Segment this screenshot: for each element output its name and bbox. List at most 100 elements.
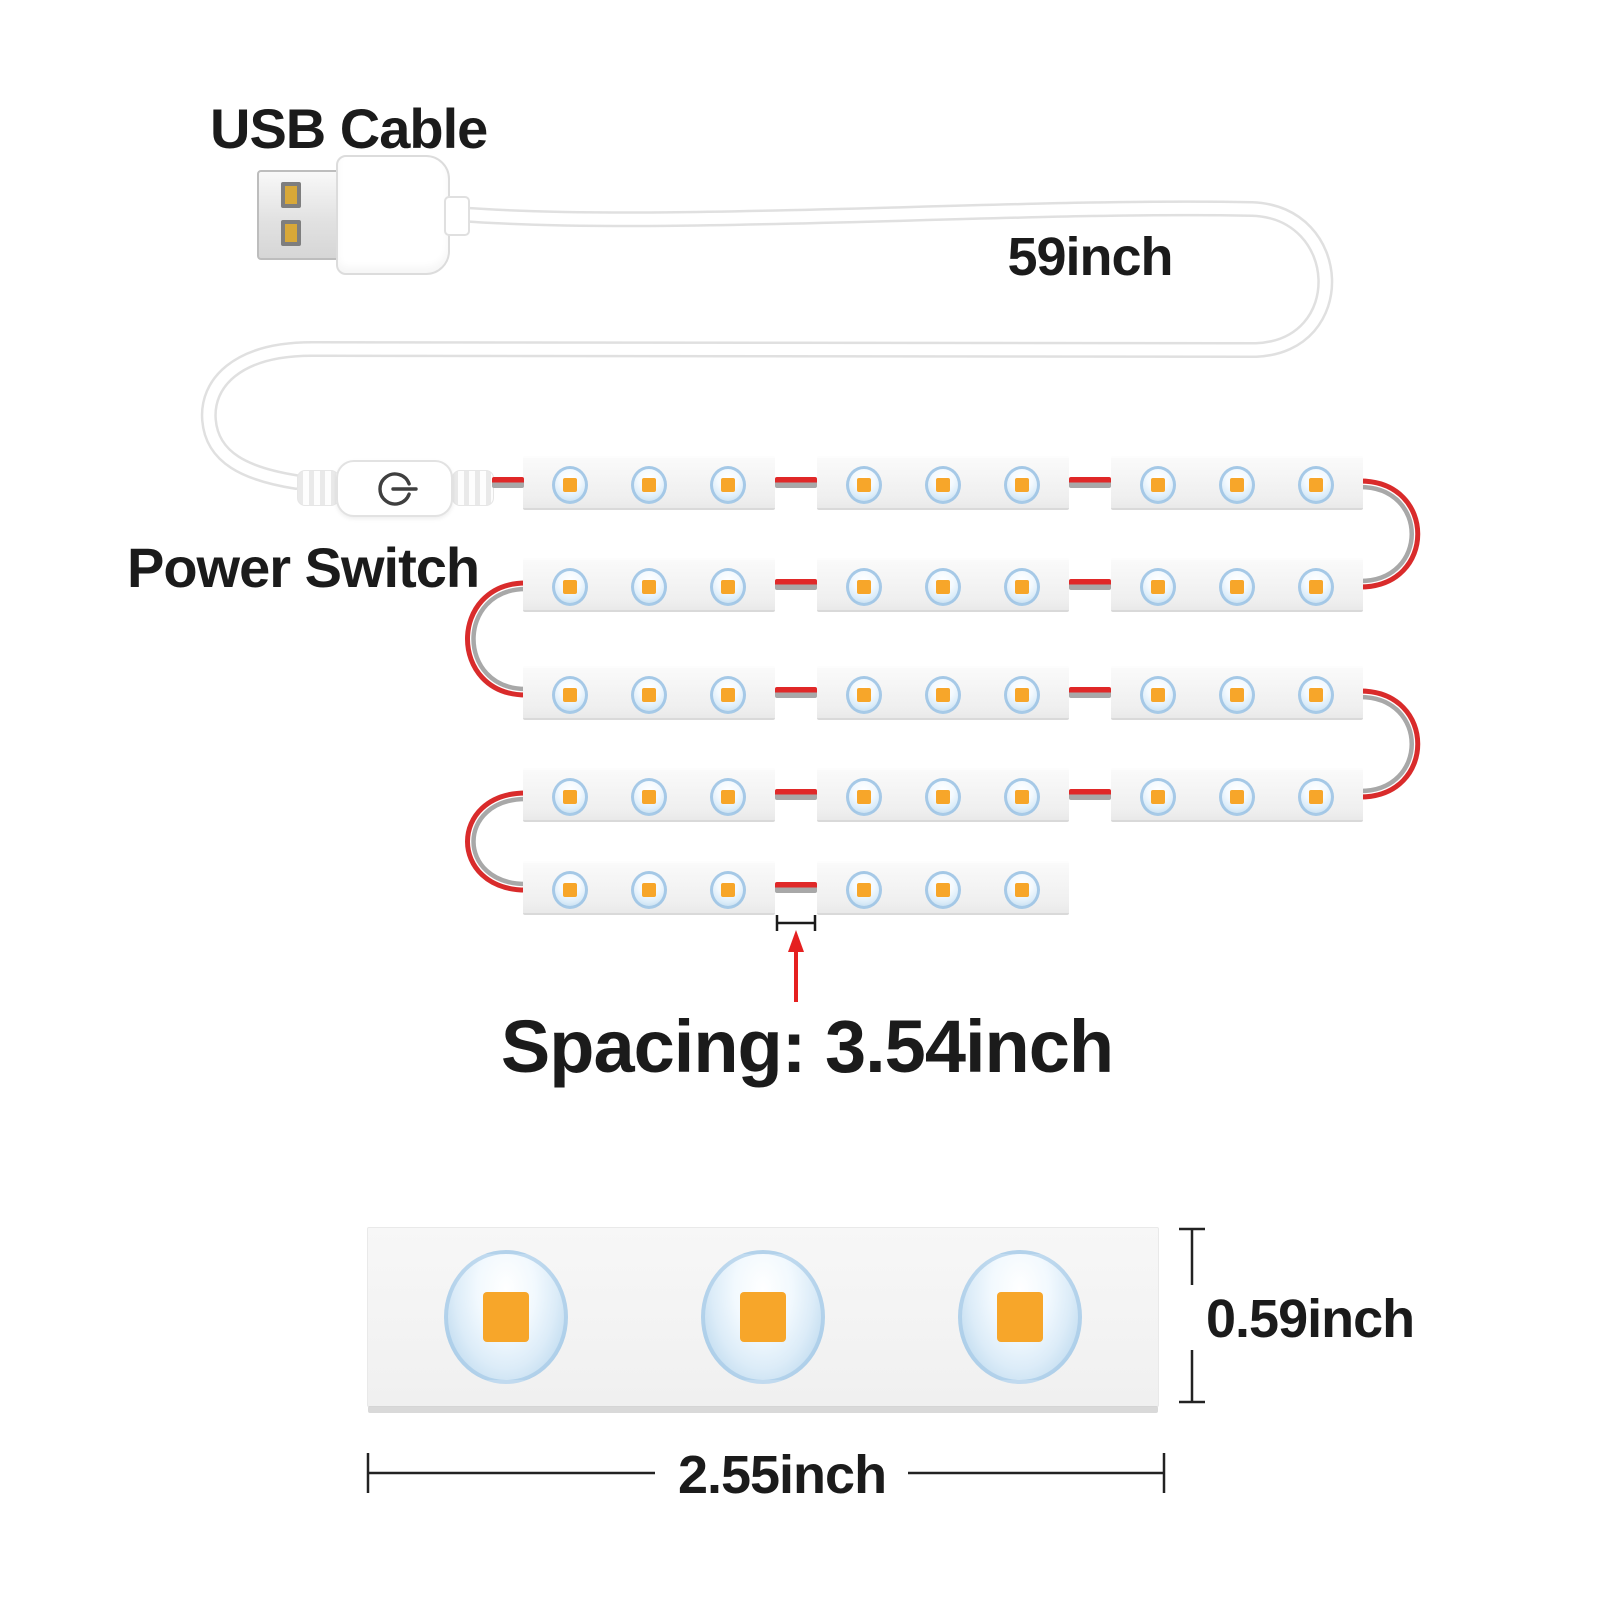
- led-module: [523, 456, 775, 510]
- led-chip: [857, 790, 871, 804]
- led-bulb: [1298, 568, 1334, 606]
- cable-length-label: 59inch: [1007, 227, 1173, 287]
- usb-cable-cord: [203, 202, 1331, 488]
- module-connector-wire: [775, 789, 817, 800]
- enlarged-led-chip: [483, 1292, 529, 1342]
- strip-turn-wire-right-1-gray: [1359, 484, 1414, 584]
- module-connector-wire: [1069, 687, 1111, 698]
- led-bulb: [631, 466, 667, 504]
- led-bulb: [552, 568, 588, 606]
- power-switch-button[interactable]: [336, 460, 453, 517]
- led-chip: [1151, 478, 1165, 492]
- strip-turn-wire-left-1-gray: [471, 586, 527, 692]
- enlarged-led-bulb: [701, 1250, 825, 1384]
- power-icon: [377, 471, 418, 506]
- led-module: [1111, 558, 1363, 612]
- led-chip: [1015, 790, 1029, 804]
- led-module: [523, 861, 775, 915]
- led-bulb: [631, 871, 667, 909]
- led-chip: [1015, 883, 1029, 897]
- led-bulb: [631, 568, 667, 606]
- led-chip: [936, 580, 950, 594]
- led-chip: [1230, 580, 1244, 594]
- led-module: [817, 768, 1069, 822]
- led-chip: [721, 883, 735, 897]
- width-dimension-line: [366, 1453, 1166, 1493]
- led-bulb: [1219, 676, 1255, 714]
- led-bulb: [846, 568, 882, 606]
- led-chip: [721, 790, 735, 804]
- spacing-label: Spacing: 3.54inch: [500, 1005, 1114, 1088]
- led-chip: [721, 580, 735, 594]
- module-connector-wire: [1069, 477, 1111, 488]
- strip-turn-wire-left-1: [465, 580, 527, 698]
- led-bulb: [846, 778, 882, 816]
- led-chip: [642, 580, 656, 594]
- led-chip: [857, 478, 871, 492]
- led-module: [523, 768, 775, 822]
- led-bulb: [1004, 676, 1040, 714]
- led-chip: [721, 688, 735, 702]
- switch-to-strip-wire: [492, 477, 524, 488]
- led-bulb: [552, 466, 588, 504]
- strip-turn-wire-left-2: [465, 790, 527, 893]
- led-module: [1111, 768, 1363, 822]
- led-chip: [857, 688, 871, 702]
- led-chip: [1015, 688, 1029, 702]
- strip-turn-wire-right-2-gray: [1359, 694, 1414, 794]
- led-bulb: [631, 778, 667, 816]
- led-chip: [721, 478, 735, 492]
- enlarged-led-chip: [997, 1292, 1043, 1342]
- led-bulb: [710, 466, 746, 504]
- led-module: [1111, 666, 1363, 720]
- switch-strain-relief-left: [297, 470, 339, 506]
- led-bulb: [1004, 568, 1040, 606]
- led-chip: [1309, 478, 1323, 492]
- module-width-label: 2.55inch: [677, 1445, 887, 1505]
- led-module: [817, 861, 1069, 915]
- module-connector-wire: [775, 579, 817, 590]
- led-module: [817, 558, 1069, 612]
- usb-plug-body: [336, 155, 450, 275]
- led-chip: [563, 883, 577, 897]
- led-chip: [563, 790, 577, 804]
- enlarged-led-bulb: [958, 1250, 1082, 1384]
- usb-plug-metal-shell: [257, 170, 341, 260]
- led-module: [817, 666, 1069, 720]
- led-chip: [936, 790, 950, 804]
- led-chip: [642, 790, 656, 804]
- led-chip: [1309, 580, 1323, 594]
- led-bulb: [710, 871, 746, 909]
- enlarged-led-bulb: [444, 1250, 568, 1384]
- switch-strain-relief-right: [452, 470, 494, 506]
- led-chip: [563, 688, 577, 702]
- led-chip: [1151, 790, 1165, 804]
- led-bulb: [552, 871, 588, 909]
- led-bulb: [1219, 778, 1255, 816]
- led-bulb: [710, 676, 746, 714]
- usb-contact-pin: [281, 220, 301, 246]
- led-bulb: [1140, 466, 1176, 504]
- led-chip: [1309, 790, 1323, 804]
- led-bulb: [1219, 568, 1255, 606]
- led-bulb: [631, 676, 667, 714]
- led-bulb: [552, 778, 588, 816]
- led-bulb: [710, 568, 746, 606]
- usb-cable-label: USB Cable: [210, 97, 488, 160]
- led-chip: [642, 688, 656, 702]
- led-bulb: [1004, 871, 1040, 909]
- led-chip: [1230, 478, 1244, 492]
- enlarged-led-module: [367, 1227, 1159, 1413]
- led-bulb: [1298, 466, 1334, 504]
- usb-contact-pin: [281, 182, 301, 208]
- led-chip: [642, 478, 656, 492]
- led-bulb: [1004, 466, 1040, 504]
- led-bulb: [925, 568, 961, 606]
- led-chip: [1151, 688, 1165, 702]
- led-module: [523, 666, 775, 720]
- led-bulb: [710, 778, 746, 816]
- led-chip: [563, 580, 577, 594]
- led-chip: [563, 478, 577, 492]
